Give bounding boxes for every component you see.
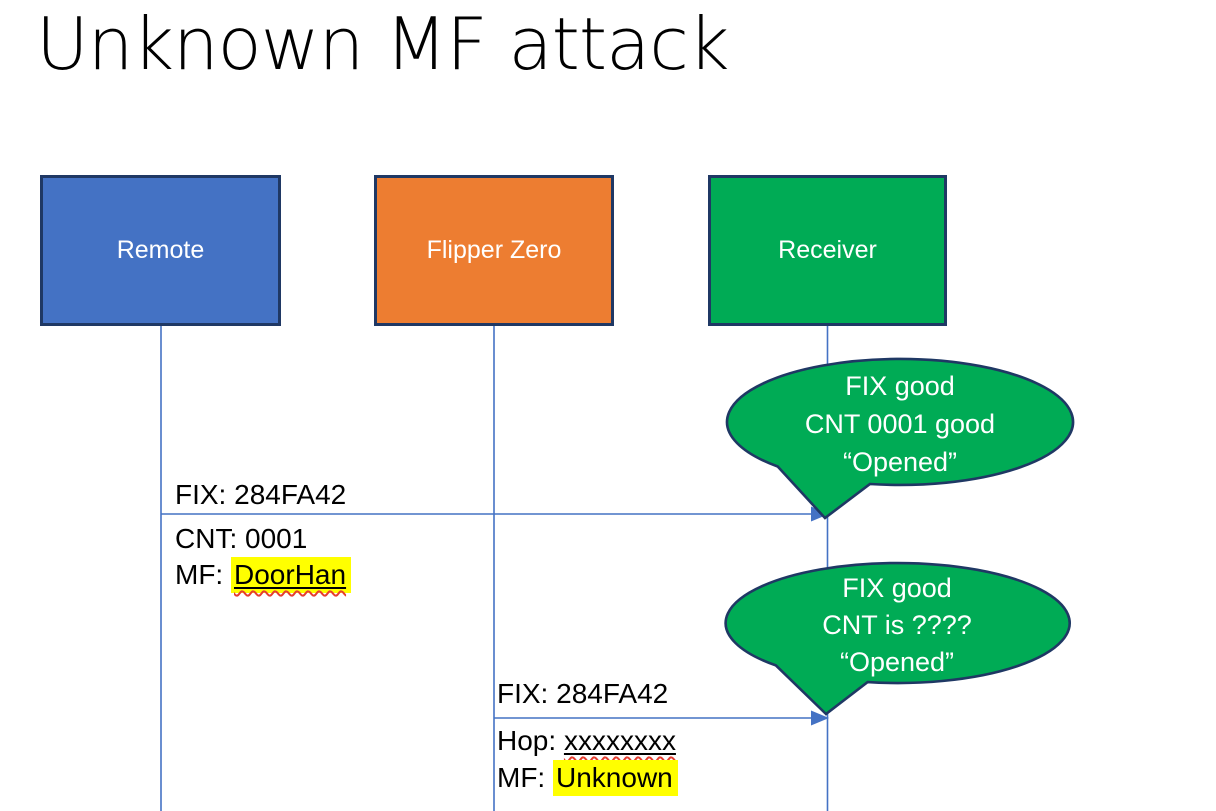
message-1-mf-highlighted-value: DoorHan: [231, 557, 352, 593]
message-1-mf-prefix: MF:: [175, 559, 231, 590]
message-2-label-hop: Hop: xxxxxxxx: [497, 725, 676, 757]
message-1-label-cnt: CNT: 0001: [175, 523, 307, 555]
message-1-cnt-text: CNT: 0001: [175, 523, 308, 554]
message-2-hop-prefix: Hop:: [497, 725, 564, 756]
slide-title: Unknown MF attack: [36, 2, 730, 86]
callout-2-line-3: “Opened”: [840, 647, 954, 677]
callout-1-line-3: “Opened”: [843, 447, 957, 477]
callout-2-line-1: FIX good: [842, 573, 952, 603]
message-1-fix-text: FIX: 284FA42: [175, 479, 347, 510]
actor-label-flipper-zero: Flipper Zero: [426, 236, 562, 264]
actor-box-receiver: Receiver: [708, 175, 947, 326]
callout-2-line-2: CNT is ????: [822, 610, 972, 640]
actor-label-remote: Remote: [116, 236, 205, 264]
message-2-hop-misspelled-value: xxxxxxxx: [564, 725, 676, 756]
callout-1-line-1: FIX good: [845, 371, 955, 401]
callout-bubble-2: [724, 561, 1071, 716]
callout-bubble-1: [725, 357, 1075, 520]
message-1-label-mf: MF: DoorHan: [175, 557, 352, 593]
message-2-mf-prefix: MF:: [497, 762, 553, 793]
callout-1-line-2: CNT 0001 good: [805, 409, 995, 439]
message-2-label-fix: FIX: 284FA42: [497, 678, 668, 710]
actor-box-flipper-zero: Flipper Zero: [374, 175, 614, 326]
message-2-mf-highlighted-value: Unknown: [553, 760, 678, 796]
message-2-label-mf: MF: Unknown: [497, 760, 678, 796]
message-2-hop-value-text: xxxxxxxx: [563, 725, 676, 756]
message-1-mf-value-text: DoorHan: [234, 559, 347, 590]
actor-box-remote: Remote: [40, 175, 281, 326]
actor-label-receiver: Receiver: [778, 236, 877, 264]
message-1-label-fix: FIX: 284FA42: [175, 479, 346, 511]
message-2-fix-text: FIX: 284FA42: [497, 678, 669, 709]
message-arrow-2-head-icon: [811, 710, 829, 726]
